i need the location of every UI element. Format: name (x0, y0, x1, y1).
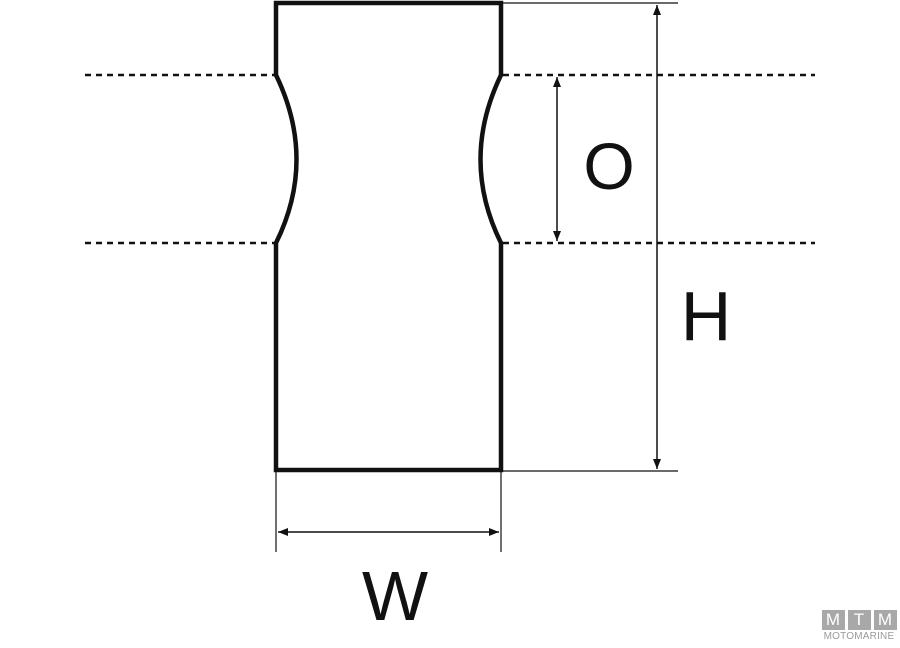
part-outline (273, 0, 504, 473)
width-label: W (362, 557, 428, 635)
overlap-dimension: O (553, 77, 635, 241)
width-dimension: W (275, 472, 502, 635)
watermark-logo: M T M MOTOMARINE (820, 610, 898, 642)
height-dimension: H (501, 2, 732, 472)
logo-text: MOTOMARINE (823, 631, 895, 642)
logo-letter: M (821, 610, 845, 630)
height-label: H (681, 277, 732, 355)
logo-letter: T (847, 610, 871, 630)
logo-letter: M (873, 610, 897, 630)
overlap-label: O (583, 129, 634, 203)
